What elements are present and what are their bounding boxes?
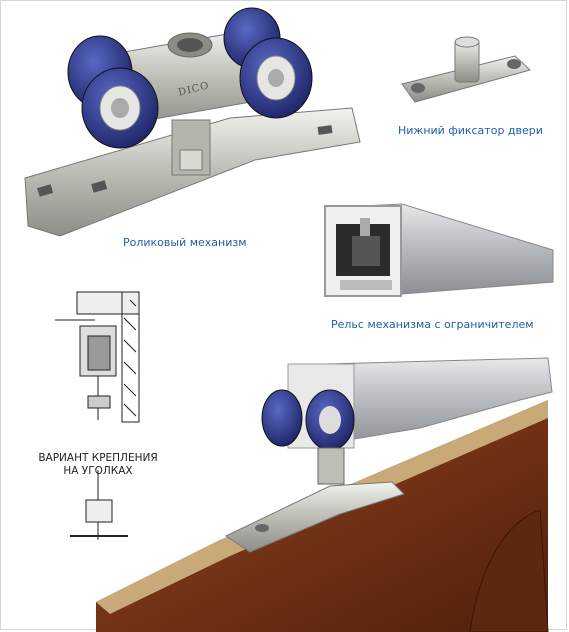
bottom-lock-caption: Нижний фиксатор двери <box>398 124 543 137</box>
bottom-lock-photo <box>401 36 531 103</box>
rail-photo <box>324 203 554 297</box>
rail-caption: Рельс механизма с ограничителем <box>331 318 534 331</box>
mounting-drawing <box>55 291 140 540</box>
drawing-label: ВАРИАНТ КРЕПЛЕНИЯ НА УГОЛКАХ <box>36 452 160 478</box>
drawing-label-line2: НА УГОЛКАХ <box>63 465 133 477</box>
drawing-label-line1: ВАРИАНТ КРЕПЛЕНИЯ <box>38 452 158 464</box>
roller-mechanism-caption: Роликовый механизм <box>123 236 247 249</box>
door-assembly-photo <box>96 357 553 632</box>
roller-mechanism-photo <box>24 7 361 237</box>
